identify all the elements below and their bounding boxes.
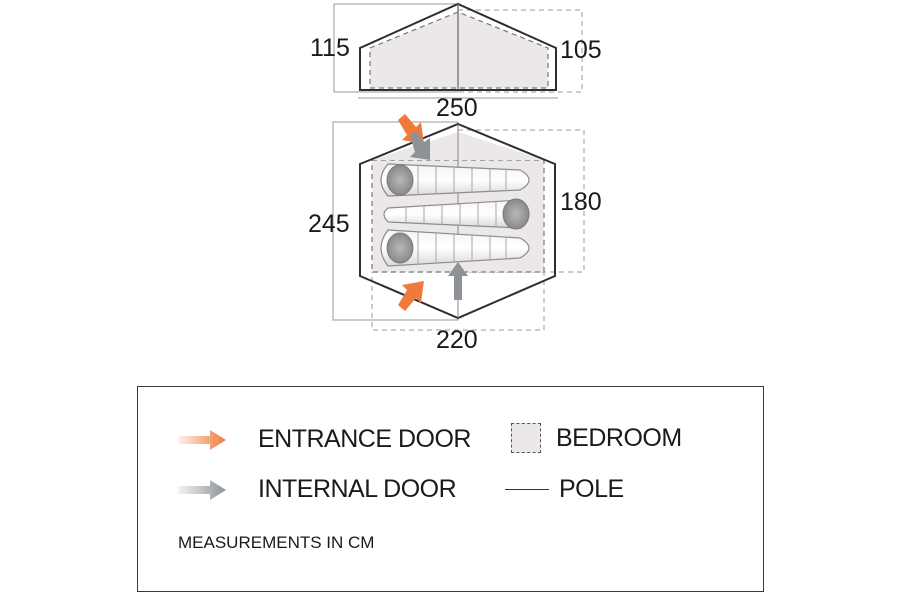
legend-box: ENTRANCE DOOR INTERNAL DOOR BEDROOM POLE… xyxy=(137,386,764,592)
side-tent-outline xyxy=(359,2,557,91)
legend-pole: POLE xyxy=(505,475,624,504)
head-icon xyxy=(386,164,414,196)
sleeping-bag-3 xyxy=(380,229,530,267)
grey-arrow-icon xyxy=(178,479,226,500)
tent-floorplan-diagram: 115 105 250 xyxy=(308,2,602,354)
sleeping-bag-1 xyxy=(380,163,530,197)
orange-arrow-icon xyxy=(178,429,226,450)
dim-depth: 245 xyxy=(308,210,350,238)
legend-bedroom-label: BEDROOM xyxy=(556,423,682,452)
legend-internal-door-label: INTERNAL DOOR xyxy=(258,475,457,503)
legend-pole-label: POLE xyxy=(559,475,624,503)
dashed-square-icon xyxy=(511,423,541,453)
solid-line-icon xyxy=(505,489,549,490)
legend-internal-door: INTERNAL DOOR xyxy=(178,475,457,504)
side-bedroom-area xyxy=(369,11,549,89)
dim-width-top: 250 xyxy=(436,94,478,122)
internal-door-arrow-top xyxy=(410,131,430,160)
side-elevation: 115 105 250 xyxy=(310,2,602,122)
head-icon xyxy=(502,198,530,230)
sleeping-bag-2 xyxy=(383,198,530,230)
measurements-note: MEASUREMENTS IN CM xyxy=(178,533,375,552)
dim-side-left: 115 xyxy=(310,34,350,62)
legend-entrance-door: ENTRANCE DOOR xyxy=(178,425,471,454)
head-icon xyxy=(386,232,414,264)
entrance-door-arrow-bottom xyxy=(398,281,424,311)
internal-door-arrow-bottom xyxy=(448,262,468,300)
dim-bedroom-depth: 180 xyxy=(560,188,602,216)
floor-plan: 245 180 220 xyxy=(308,114,602,354)
legend-entrance-door-label: ENTRANCE DOOR xyxy=(258,425,471,453)
dim-bedroom-width: 220 xyxy=(436,326,478,354)
bedroom-depth-guide xyxy=(457,129,585,273)
dim-side-right: 105 xyxy=(560,36,602,64)
legend-bedroom: BEDROOM xyxy=(511,423,682,453)
